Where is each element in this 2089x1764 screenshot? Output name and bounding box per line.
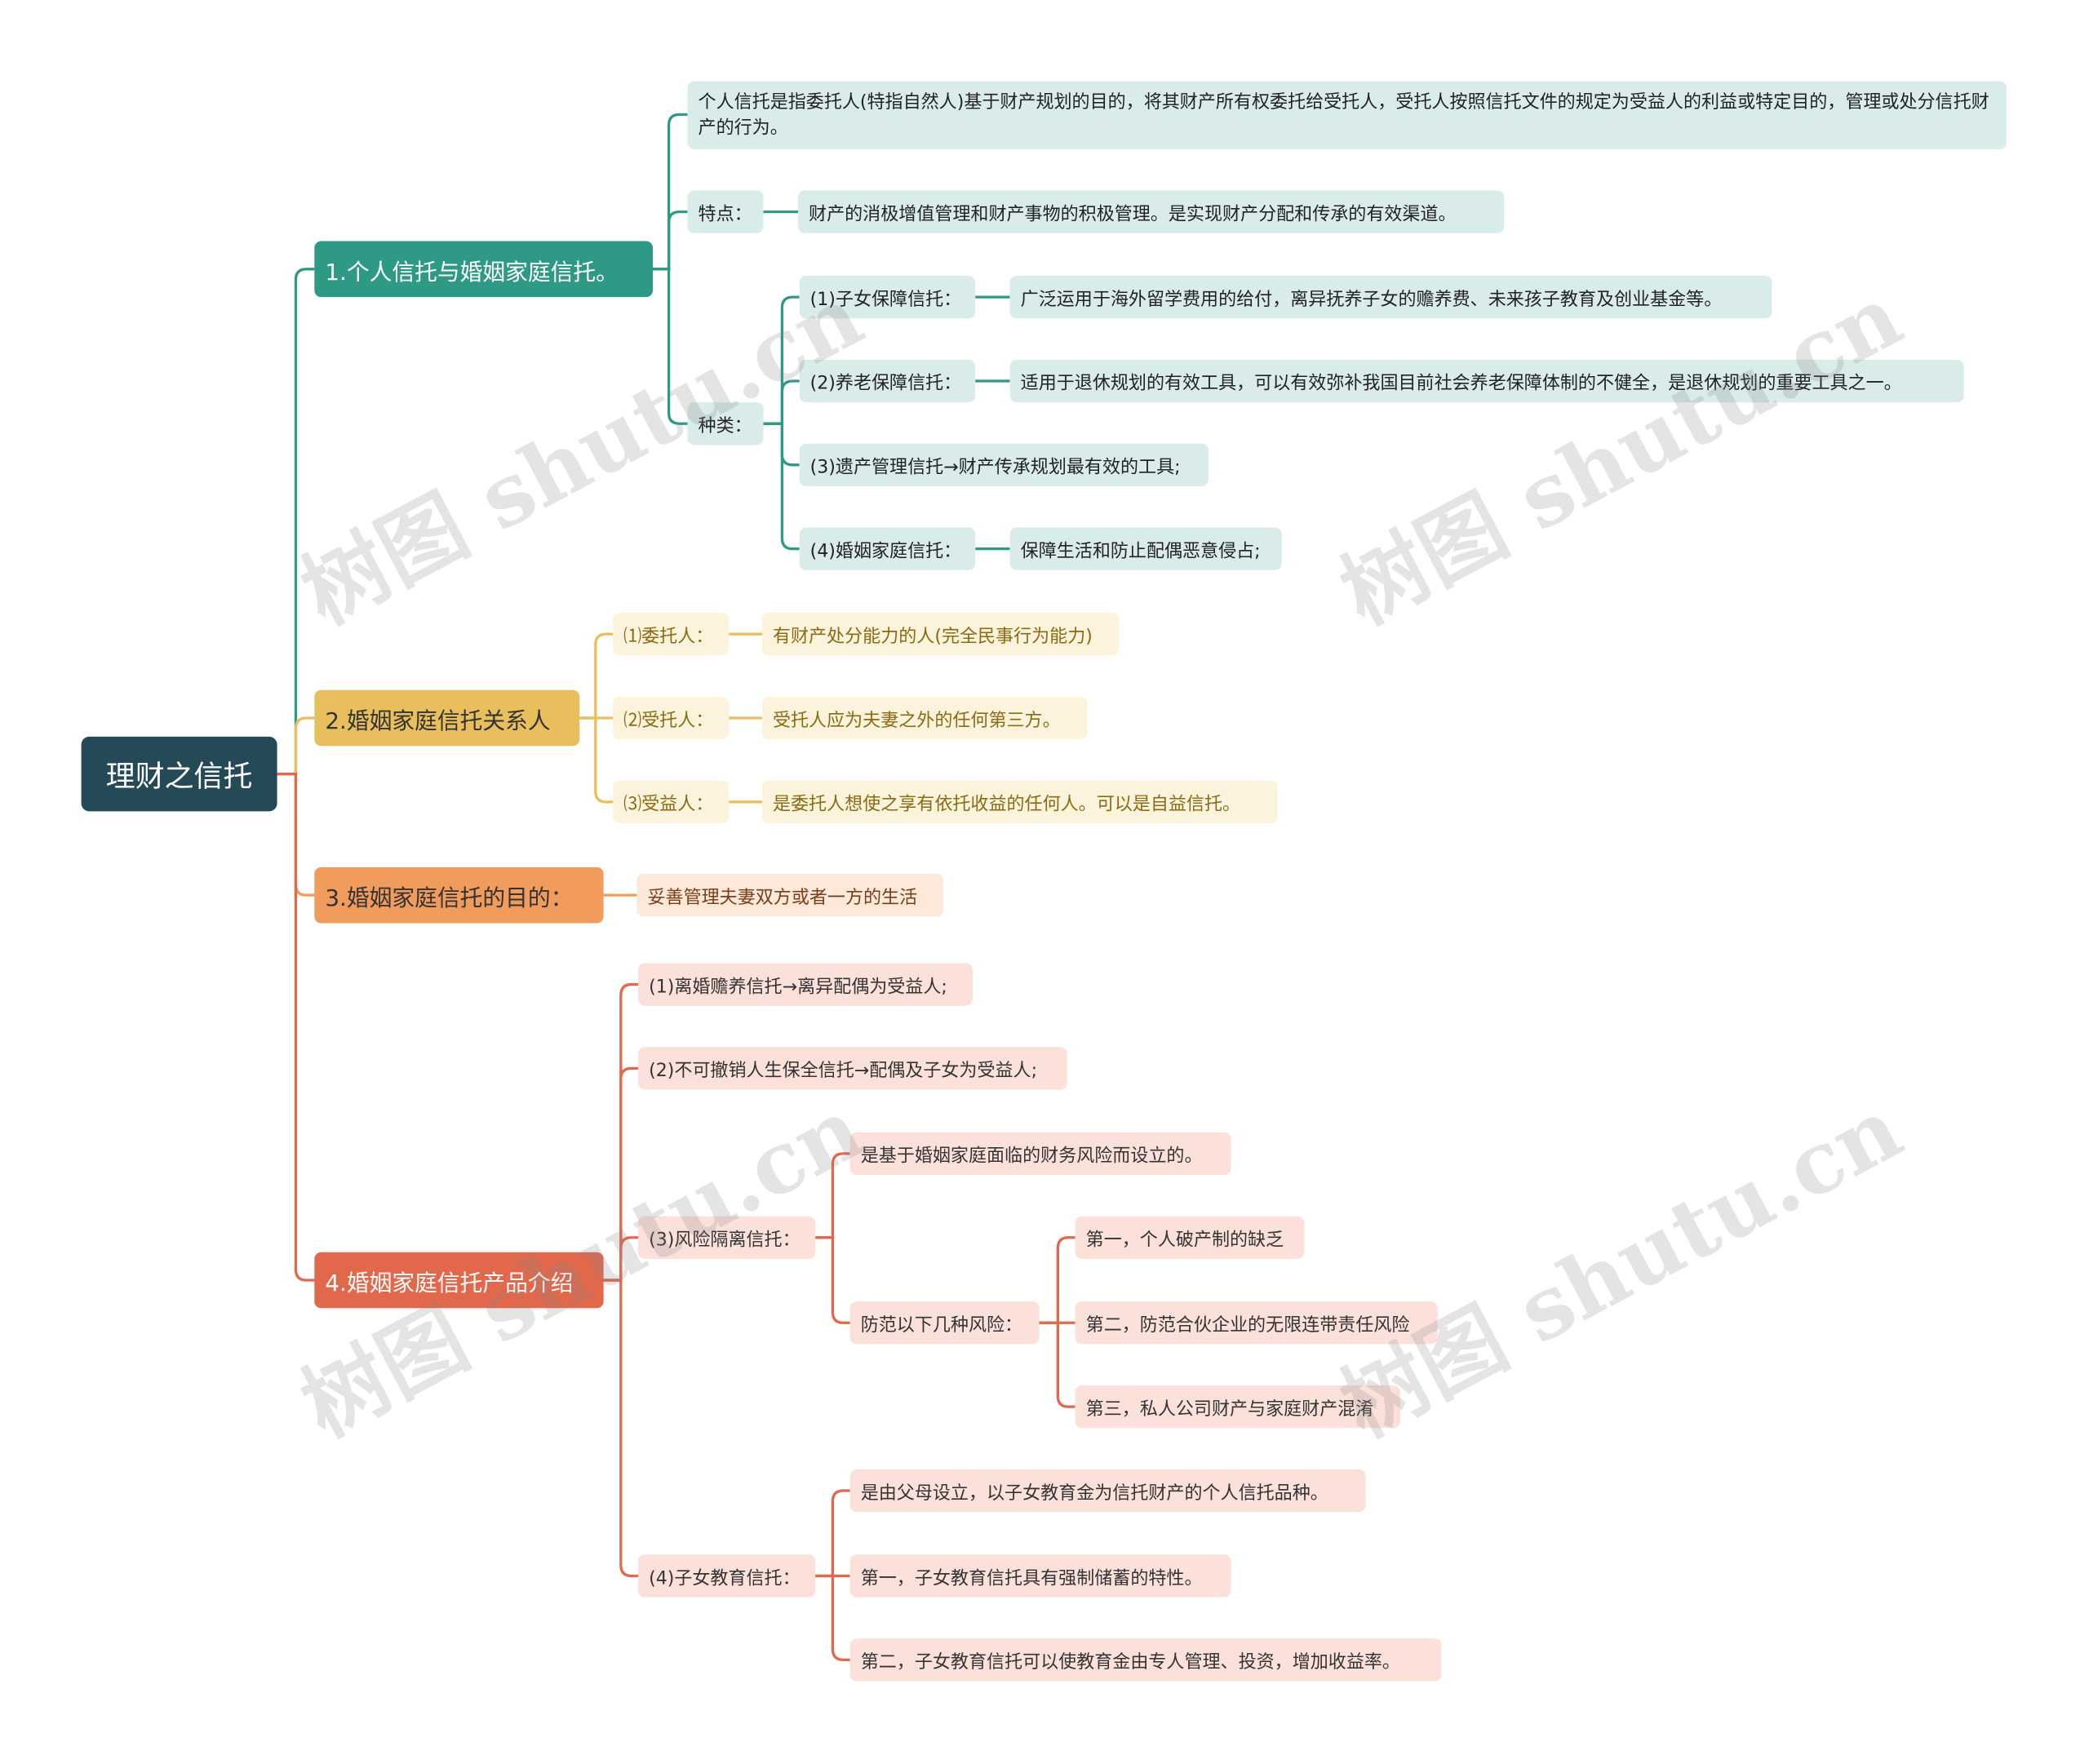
- type-pension-desc[interactable]: 适用于退休规划的有效工具，可以有效弥补我国目前社会养老保障体制的不健全，是退休规…: [1009, 359, 1964, 403]
- education-item-1[interactable]: 是由父母设立，以子女教育金为信托财产的个人信托品种。: [849, 1469, 1366, 1513]
- risk-item-3[interactable]: 第三，私人公司财产与家庭财产混淆: [1075, 1385, 1400, 1429]
- root-topic[interactable]: 理财之信托: [81, 736, 277, 812]
- party-settlor[interactable]: ⑴委托人：: [613, 613, 730, 656]
- party-trustee[interactable]: ⑵受托人：: [613, 696, 730, 740]
- type-marriage-trust[interactable]: (4)婚姻家庭信托：: [799, 527, 976, 570]
- trust-purpose-desc[interactable]: 妥善管理夫妻双方或者一方的生活: [636, 874, 943, 917]
- type-child-security-trust[interactable]: (1)子女保障信托：: [799, 275, 976, 319]
- product-irrevocable-life-trust[interactable]: (2)不可撤销人生保全信托→配偶及子女为受益人;: [638, 1047, 1067, 1090]
- risk-isolation-desc[interactable]: 是基于婚姻家庭面临的财务风险而设立的。: [849, 1132, 1231, 1176]
- risk-item-2[interactable]: 第二，防范合伙企业的无限连带责任风险: [1075, 1301, 1438, 1345]
- branch-personal-trust[interactable]: 1.个人信托与婚姻家庭信托。: [314, 241, 654, 298]
- risk-types-label[interactable]: 防范以下几种风险：: [849, 1301, 1040, 1345]
- personal-trust-definition[interactable]: 个人信托是指委托人(特指自然人)基于财产规划的目的，将其财产所有权委托给受托人，…: [687, 81, 2007, 149]
- product-child-education-trust[interactable]: (4)子女教育信托：: [638, 1554, 816, 1598]
- type-marriage-desc[interactable]: 保障生活和防止配偶恶意侵占;: [1009, 527, 1282, 570]
- education-item-2[interactable]: 第一，子女教育信托具有强制储蓄的特性。: [849, 1554, 1231, 1598]
- type-estate-trust[interactable]: (3)遗产管理信托→财产传承规划最有效的工具;: [799, 443, 1209, 486]
- branch-trust-parties[interactable]: 2.婚姻家庭信托关系人: [314, 689, 580, 747]
- product-divorce-alimony-trust[interactable]: (1)离婚赡养信托→离异配偶为受益人;: [638, 963, 973, 1006]
- party-beneficiary-desc[interactable]: 是委托人想使之享有依托收益的任何人。可以是自益信托。: [761, 780, 1278, 824]
- education-item-3[interactable]: 第二，子女教育信托可以使教育金由专人管理、投资，增加收益率。: [849, 1638, 1442, 1682]
- types-label[interactable]: 种类：: [687, 402, 764, 445]
- party-trustee-desc[interactable]: 受托人应为夫妻之外的任何第三方。: [761, 696, 1088, 740]
- feature-label[interactable]: 特点：: [687, 190, 764, 233]
- feature-text[interactable]: 财产的消极增值管理和财产事物的积极管理。是实现财产分配和传承的有效渠道。: [797, 190, 1505, 233]
- type-child-security-desc[interactable]: 广泛运用于海外留学费用的给付，离异抚养子女的赡养费、未来孩子教育及创业基金等。: [1009, 275, 1772, 319]
- party-beneficiary[interactable]: ⑶受益人：: [613, 780, 730, 824]
- branch-trust-products[interactable]: 4.婚姻家庭信托产品介绍: [314, 1252, 604, 1309]
- risk-item-1[interactable]: 第一，个人破产制的缺乏: [1075, 1216, 1305, 1259]
- branch-trust-purpose[interactable]: 3.婚姻家庭信托的目的：: [314, 866, 604, 924]
- party-settlor-desc[interactable]: 有财产处分能力的人(完全民事行为能力): [761, 613, 1120, 656]
- type-pension-trust[interactable]: (2)养老保障信托：: [799, 359, 976, 403]
- product-risk-isolation-trust[interactable]: (3)风险隔离信托：: [638, 1216, 816, 1259]
